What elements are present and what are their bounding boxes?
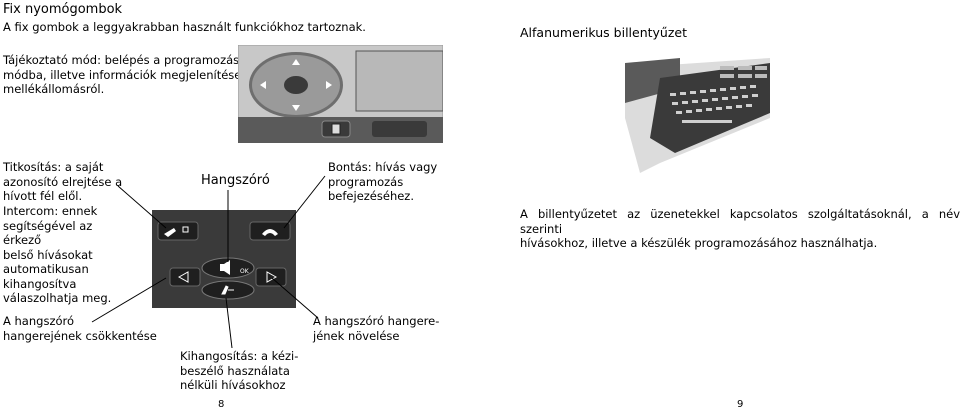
intercom-line: automatikusan	[3, 262, 89, 276]
secrecy-term: Titkosítás	[3, 160, 58, 174]
volume-down-text: A hangszóró hangerejének csökkentése	[3, 314, 157, 343]
volume-down-line: A hangszóró	[3, 314, 75, 328]
navigation-keys-illustration	[238, 45, 443, 143]
info-mode-term: Tájékoztató	[3, 53, 68, 67]
intercom-line: válaszolhatja meg.	[3, 291, 112, 305]
disconnect-text: Bontás: hívás vagy programozás befejezés…	[328, 160, 448, 204]
fixed-keys-illustration: OK	[152, 210, 296, 308]
disconnect-line: : hívás vagy	[367, 160, 438, 174]
alphanumeric-keyboard-illustration	[625, 58, 770, 173]
info-mode-line1: mód: belépés a programozási	[67, 53, 243, 67]
intercom-line: kihangosítva	[3, 276, 77, 291]
page-heading: Fix nyomógombok	[3, 2, 123, 17]
intercom-line: belső hívásokat	[3, 247, 93, 262]
ok-key-label: OK	[240, 268, 250, 275]
page-number-left: 8	[218, 399, 225, 410]
page-number-right: 9	[737, 399, 744, 410]
disconnect-line: befejezéséhez.	[328, 189, 415, 203]
disconnect-term: Bontás	[328, 160, 368, 174]
speaker-label: Hangszóró	[201, 173, 270, 188]
disconnect-line: programozás	[328, 174, 404, 189]
keyboard-description: A billentyűzetet az üzenetekkel kapcsola…	[520, 207, 960, 251]
info-mode-line3: mellékállomásról.	[3, 82, 105, 96]
description-line: A billentyűzetet az üzenetekkel kapcsola…	[520, 207, 960, 236]
secrecy-line: : a saját	[57, 160, 104, 174]
secrecy-text: Titkosítás: a saját azonosító elrejtése …	[3, 160, 133, 204]
volume-up-line: A hangszóró hangere-	[313, 314, 440, 328]
handsfree-line: beszélő használata	[180, 363, 290, 378]
intercom-line: : ennek	[54, 204, 98, 218]
intercom-term: Intercom	[3, 204, 55, 218]
keyboard-heading: Alfanumerikus billentyűzet	[520, 25, 688, 40]
secrecy-line: azonosító elrejtése a	[3, 174, 123, 189]
info-mode-text: Tájékoztató mód: belépés a programozási …	[3, 53, 253, 97]
handsfree-text: Kihangosítás: a kézi- beszélő használata…	[180, 349, 330, 393]
intercom-text: Intercom: ennek segítségével az érkező b…	[3, 204, 133, 306]
intercom-line: segítségével az érkező	[3, 218, 93, 248]
volume-up-text: A hangszóró hangere- jének növelése	[313, 314, 439, 343]
handsfree-line: : a kézi-	[253, 349, 299, 363]
intro-text: A fix gombok a leggyakrabban használt fu…	[3, 20, 366, 34]
secrecy-line: hívott fél elől.	[3, 189, 83, 203]
handsfree-term: Kihangosítás	[180, 349, 254, 363]
info-mode-line2: módba, illetve információk megjelenítése…	[3, 67, 253, 82]
volume-up-line: jének növelése	[313, 328, 400, 343]
handsfree-line: nélküli hívásokhoz	[180, 378, 286, 392]
description-line: hívásokhoz, illetve a készülék programoz…	[520, 236, 878, 250]
volume-down-line: hangerejének csökkentése	[3, 328, 157, 343]
